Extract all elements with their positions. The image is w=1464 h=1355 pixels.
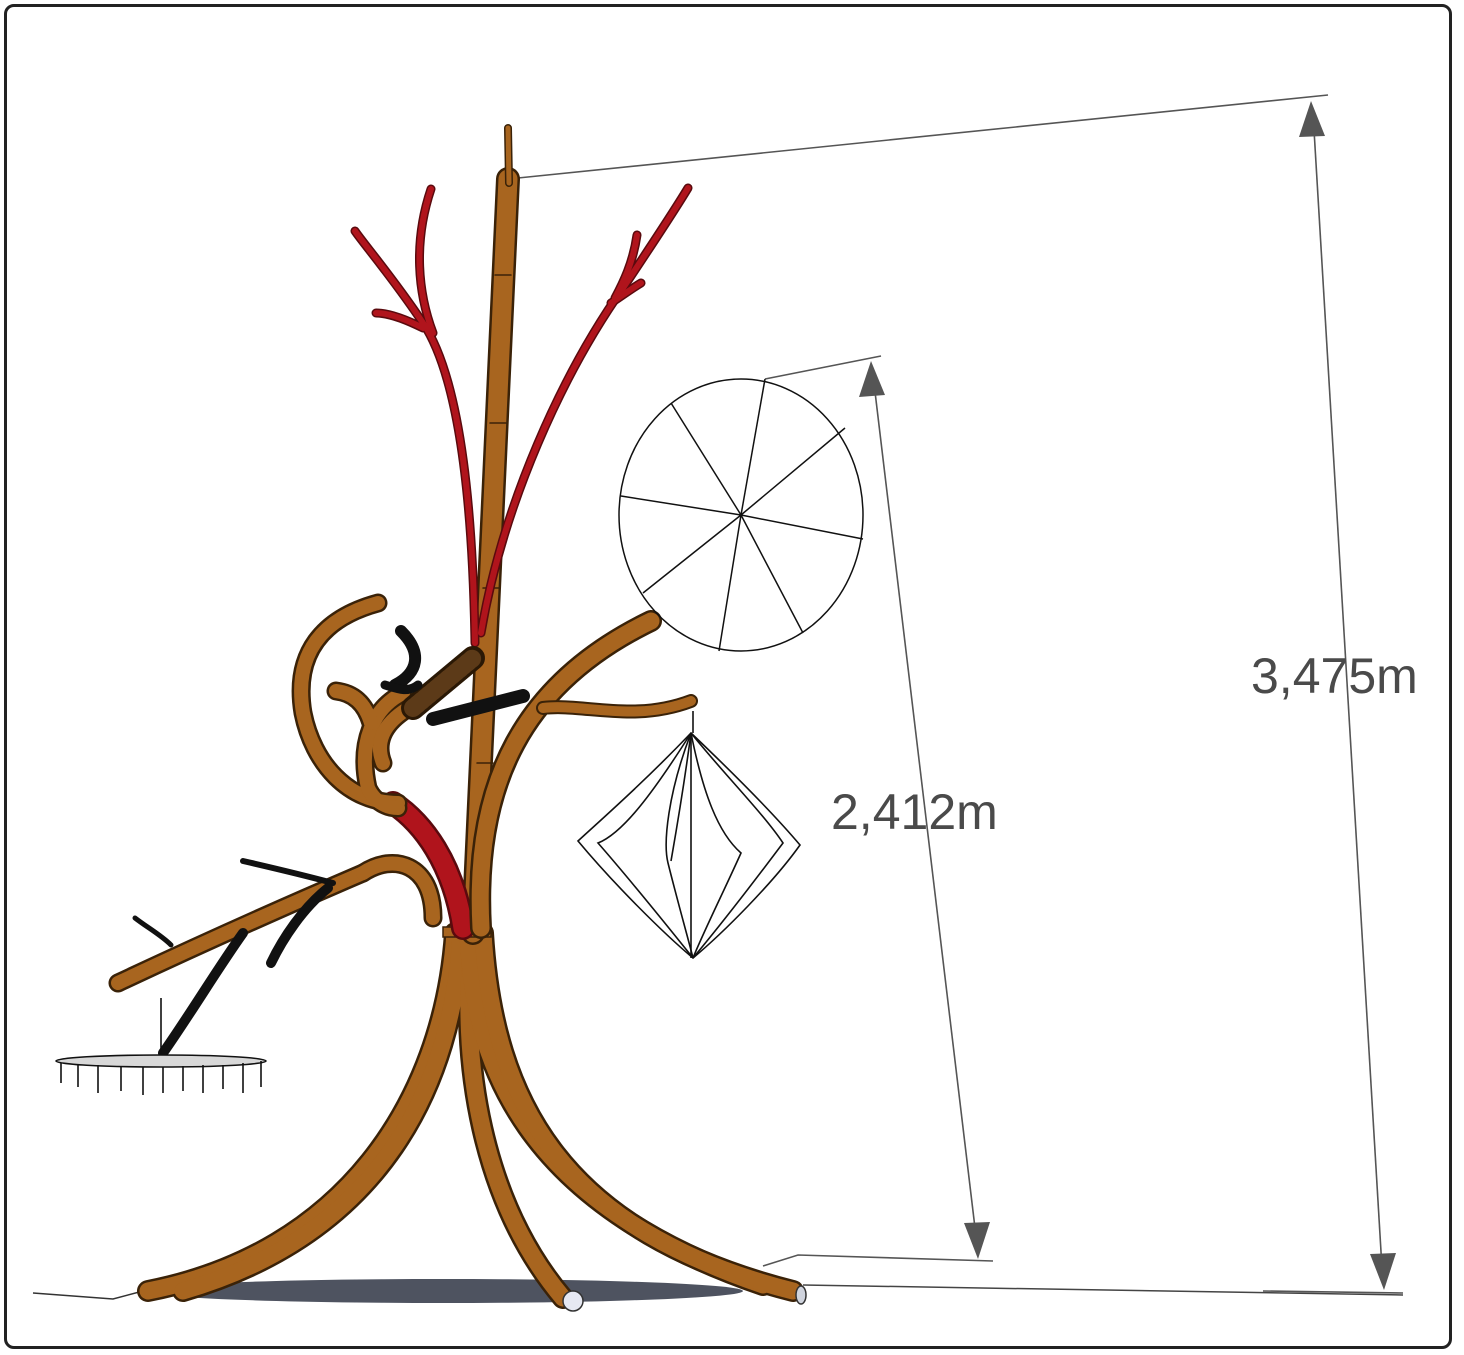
total-height-label: 3,475m bbox=[1251, 648, 1418, 704]
ground-shadow bbox=[143, 1279, 743, 1303]
extension-line-top bbox=[517, 94, 1329, 179]
left-branches bbox=[108, 593, 443, 993]
dimension-total bbox=[517, 94, 1404, 1294]
drawing-frame: 3,475m 2,412m bbox=[4, 4, 1452, 1349]
arrow-up-icon bbox=[1299, 101, 1325, 137]
tree-sculpture-drawing bbox=[32, 94, 1404, 1312]
ground bbox=[32, 1279, 1404, 1303]
arrow-up-icon bbox=[859, 361, 885, 397]
dimension-line-total bbox=[1312, 112, 1384, 1286]
extension-line-bottom bbox=[1262, 1290, 1404, 1294]
ground-line bbox=[32, 1290, 144, 1300]
extension-line-partial-bottom bbox=[762, 1254, 994, 1267]
partial-height-label: 2,412m bbox=[831, 784, 998, 840]
umbrella-disc bbox=[618, 378, 864, 652]
arrow-down-icon bbox=[1370, 1253, 1396, 1290]
base-legs bbox=[137, 922, 804, 1309]
extension-line-partial-top bbox=[764, 355, 882, 380]
hanging-tray bbox=[55, 998, 267, 1095]
dimension-partial bbox=[762, 355, 994, 1267]
right-branches bbox=[469, 610, 698, 939]
black-sleeves bbox=[132, 625, 530, 1058]
leg-end-cap bbox=[562, 1290, 584, 1312]
arrow-down-icon bbox=[964, 1222, 990, 1259]
hanging-lantern bbox=[576, 711, 802, 960]
ground-line-right bbox=[802, 1284, 1404, 1296]
leg-end-cap bbox=[795, 1285, 807, 1305]
red-branches bbox=[350, 183, 693, 648]
dimension-line-partial bbox=[872, 374, 979, 1254]
main-trunk bbox=[461, 124, 520, 945]
hatched-sleeve bbox=[401, 646, 485, 720]
